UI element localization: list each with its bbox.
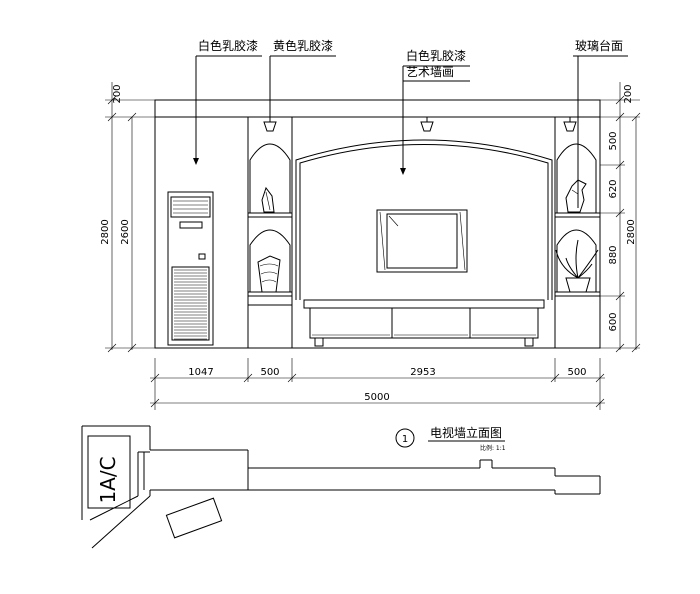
spotlight-icon [563, 117, 577, 132]
dim-left-inner: 2600 [120, 219, 131, 244]
drawing-scale: 比例: 1:1 [480, 444, 506, 452]
art-wall-arch-outer [295, 139, 553, 300]
dim-right-seg1: 500 [608, 131, 619, 150]
air-conditioner-icon [167, 191, 214, 346]
left-shelf-niche [248, 143, 292, 306]
dim-bottom-seg2: 500 [260, 367, 279, 378]
dimension-left [105, 82, 155, 353]
drawing-number: 1 [402, 434, 408, 445]
dim-left-total: 2800 [100, 219, 111, 244]
dim-right-top: 200 [623, 84, 634, 103]
callout-art-wall: 艺术墙画 [406, 65, 454, 79]
dim-bottom-seg1: 1047 [188, 367, 213, 378]
callout-white-latex-1: 白色乳胶漆 [198, 38, 258, 53]
art-wall-arch-inner [299, 144, 549, 300]
tv-cabinet [303, 299, 545, 347]
callout-glass-top: 玻璃台面 [575, 38, 623, 53]
wall-outline [154, 99, 601, 349]
dim-right-seg2: 620 [608, 179, 619, 198]
dim-bottom-total: 5000 [364, 392, 389, 403]
spotlight-icon [263, 117, 277, 132]
spotlight-icon [420, 117, 434, 132]
drawing-title: 电视墙立面图 [430, 425, 502, 440]
dim-right-seg4: 600 [608, 312, 619, 331]
vase-icon [261, 186, 275, 213]
plan-label: 1A/C [96, 456, 120, 503]
dim-right-total: 2800 [626, 219, 637, 244]
dim-bottom-seg4: 500 [567, 367, 586, 378]
horse-sculpture-icon [565, 179, 587, 213]
callout-white-latex-2: 白色乳胶漆 [406, 48, 466, 63]
arrow-icon [193, 158, 199, 165]
dim-right-seg3: 880 [608, 245, 619, 264]
drawing-number-circle [395, 428, 415, 448]
potted-plant-icon [555, 239, 599, 293]
dim-left-top: 200 [112, 84, 123, 103]
dimension-bottom [150, 358, 605, 410]
callout-yellow-latex: 黄色乳胶漆 [273, 38, 333, 53]
tv-screen [376, 209, 468, 273]
floor-plan [81, 425, 601, 549]
arrow-icon [400, 168, 406, 175]
vase-icon [257, 255, 281, 293]
dim-bottom-seg3: 2953 [410, 367, 435, 378]
dimension-right [600, 82, 641, 353]
